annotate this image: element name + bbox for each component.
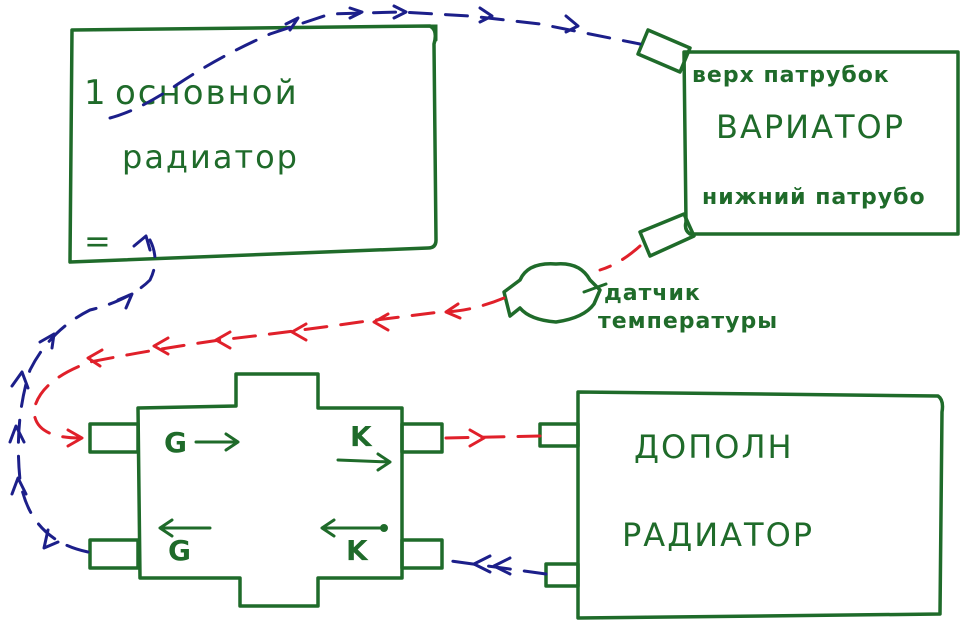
temperature-sensor-body — [502, 262, 602, 324]
valve-bottom-left-arrow — [158, 518, 212, 538]
cold-flow — [8, 4, 642, 576]
cvt-upper-pipe-stub — [636, 28, 692, 74]
hot-flow-arrow-6 — [86, 348, 104, 368]
valve-port-top-right-label: K — [350, 420, 374, 453]
cold-flow-arrow-1 — [284, 16, 300, 32]
cold-flow-arrow-4 — [478, 6, 494, 24]
valve-port-bottom-left — [88, 538, 140, 570]
extra-radiator: ДОПОЛН РАДИАТОР — [538, 390, 945, 620]
hot-flow-arrow-8 — [468, 428, 486, 448]
main-radiator-port-mark: = — [84, 222, 113, 260]
extra-radiator-port-bottom — [544, 562, 580, 588]
cold-flow-arrow-7 — [10, 476, 28, 496]
temperature-sensor-wire — [582, 282, 608, 294]
extra-radiator-outline — [576, 390, 945, 620]
hot-flow-cvt-path — [598, 244, 642, 272]
temperature-sensor-label-line2: температуры — [598, 309, 778, 334]
extra-radiator-port-top — [538, 422, 580, 448]
cold-flow-arrow-13 — [472, 554, 492, 574]
cold-flow-arrow-8 — [8, 424, 26, 444]
main-radiator-number: 1 — [84, 73, 108, 113]
main-radiator-outline — [68, 24, 438, 264]
hot-flow-extra-path — [444, 434, 542, 440]
cold-flow-arrow-5 — [564, 14, 580, 34]
cold-flow-arrow-6 — [42, 528, 60, 550]
valve-bottom-right-dot — [380, 524, 388, 532]
valve-bottom-right-arrow — [320, 518, 386, 538]
cvt-outline — [682, 50, 960, 236]
extra-radiator-label-line1: ДОПОЛН — [634, 428, 794, 466]
thermo-valve: G K G K — [88, 372, 444, 608]
main-radiator-top-tab — [418, 24, 438, 42]
thermo-valve-outline — [136, 372, 404, 608]
temperature-sensor-label-line1: датчик — [604, 281, 701, 306]
hot-flow-arrow-3 — [290, 322, 308, 342]
hot-flow-arrow-5 — [152, 336, 170, 356]
cvt-unit: верх патрубок ВАРИАТОР нижний патрубо — [636, 28, 960, 258]
main-radiator: 1 основной радиатор = — [68, 24, 438, 264]
cold-flow-arrow-14 — [492, 556, 512, 576]
hot-flow-arrow-7 — [66, 428, 84, 448]
cold-flow-top-path — [108, 10, 642, 120]
valve-port-top-right — [400, 422, 444, 454]
cold-flow-arrow-3 — [392, 4, 408, 20]
cvt-title: ВАРИАТОР — [716, 108, 905, 146]
cold-flow-arrow-12 — [132, 234, 152, 252]
valve-port-top-left-label: G — [164, 426, 189, 459]
valve-port-bottom-right-label: K — [346, 534, 370, 567]
cvt-lower-pipe-stub — [638, 212, 696, 258]
cold-flow-arrow-2 — [348, 6, 364, 20]
valve-top-left-arrow — [194, 432, 240, 452]
valve-port-bottom-right — [400, 538, 444, 570]
main-radiator-label-line1: основной — [115, 73, 299, 113]
hot-flow-arrow-2 — [372, 312, 390, 332]
cold-flow-arrow-11 — [116, 292, 134, 310]
temperature-sensor: датчик температуры — [502, 262, 778, 334]
valve-port-top-left — [88, 422, 140, 454]
hot-flow-main-path — [32, 296, 506, 440]
cold-flow-arrow-9 — [10, 370, 30, 390]
hot-flow — [32, 244, 642, 448]
cvt-lower-pipe-label: нижний патрубо — [702, 185, 926, 210]
hot-flow-arrow-1 — [444, 302, 462, 320]
cold-flow-arrow-10 — [38, 332, 56, 350]
valve-port-bottom-left-label: G — [168, 534, 193, 567]
cvt-upper-pipe-label: верх патрубок — [692, 63, 890, 88]
valve-top-right-arrow — [336, 452, 392, 472]
hot-flow-arrow-4 — [214, 330, 232, 350]
main-radiator-label-line2: радиатор — [122, 138, 299, 176]
cold-flow-return-path — [16, 238, 157, 554]
extra-radiator-label-line2: РАДИАТОР — [622, 516, 814, 554]
